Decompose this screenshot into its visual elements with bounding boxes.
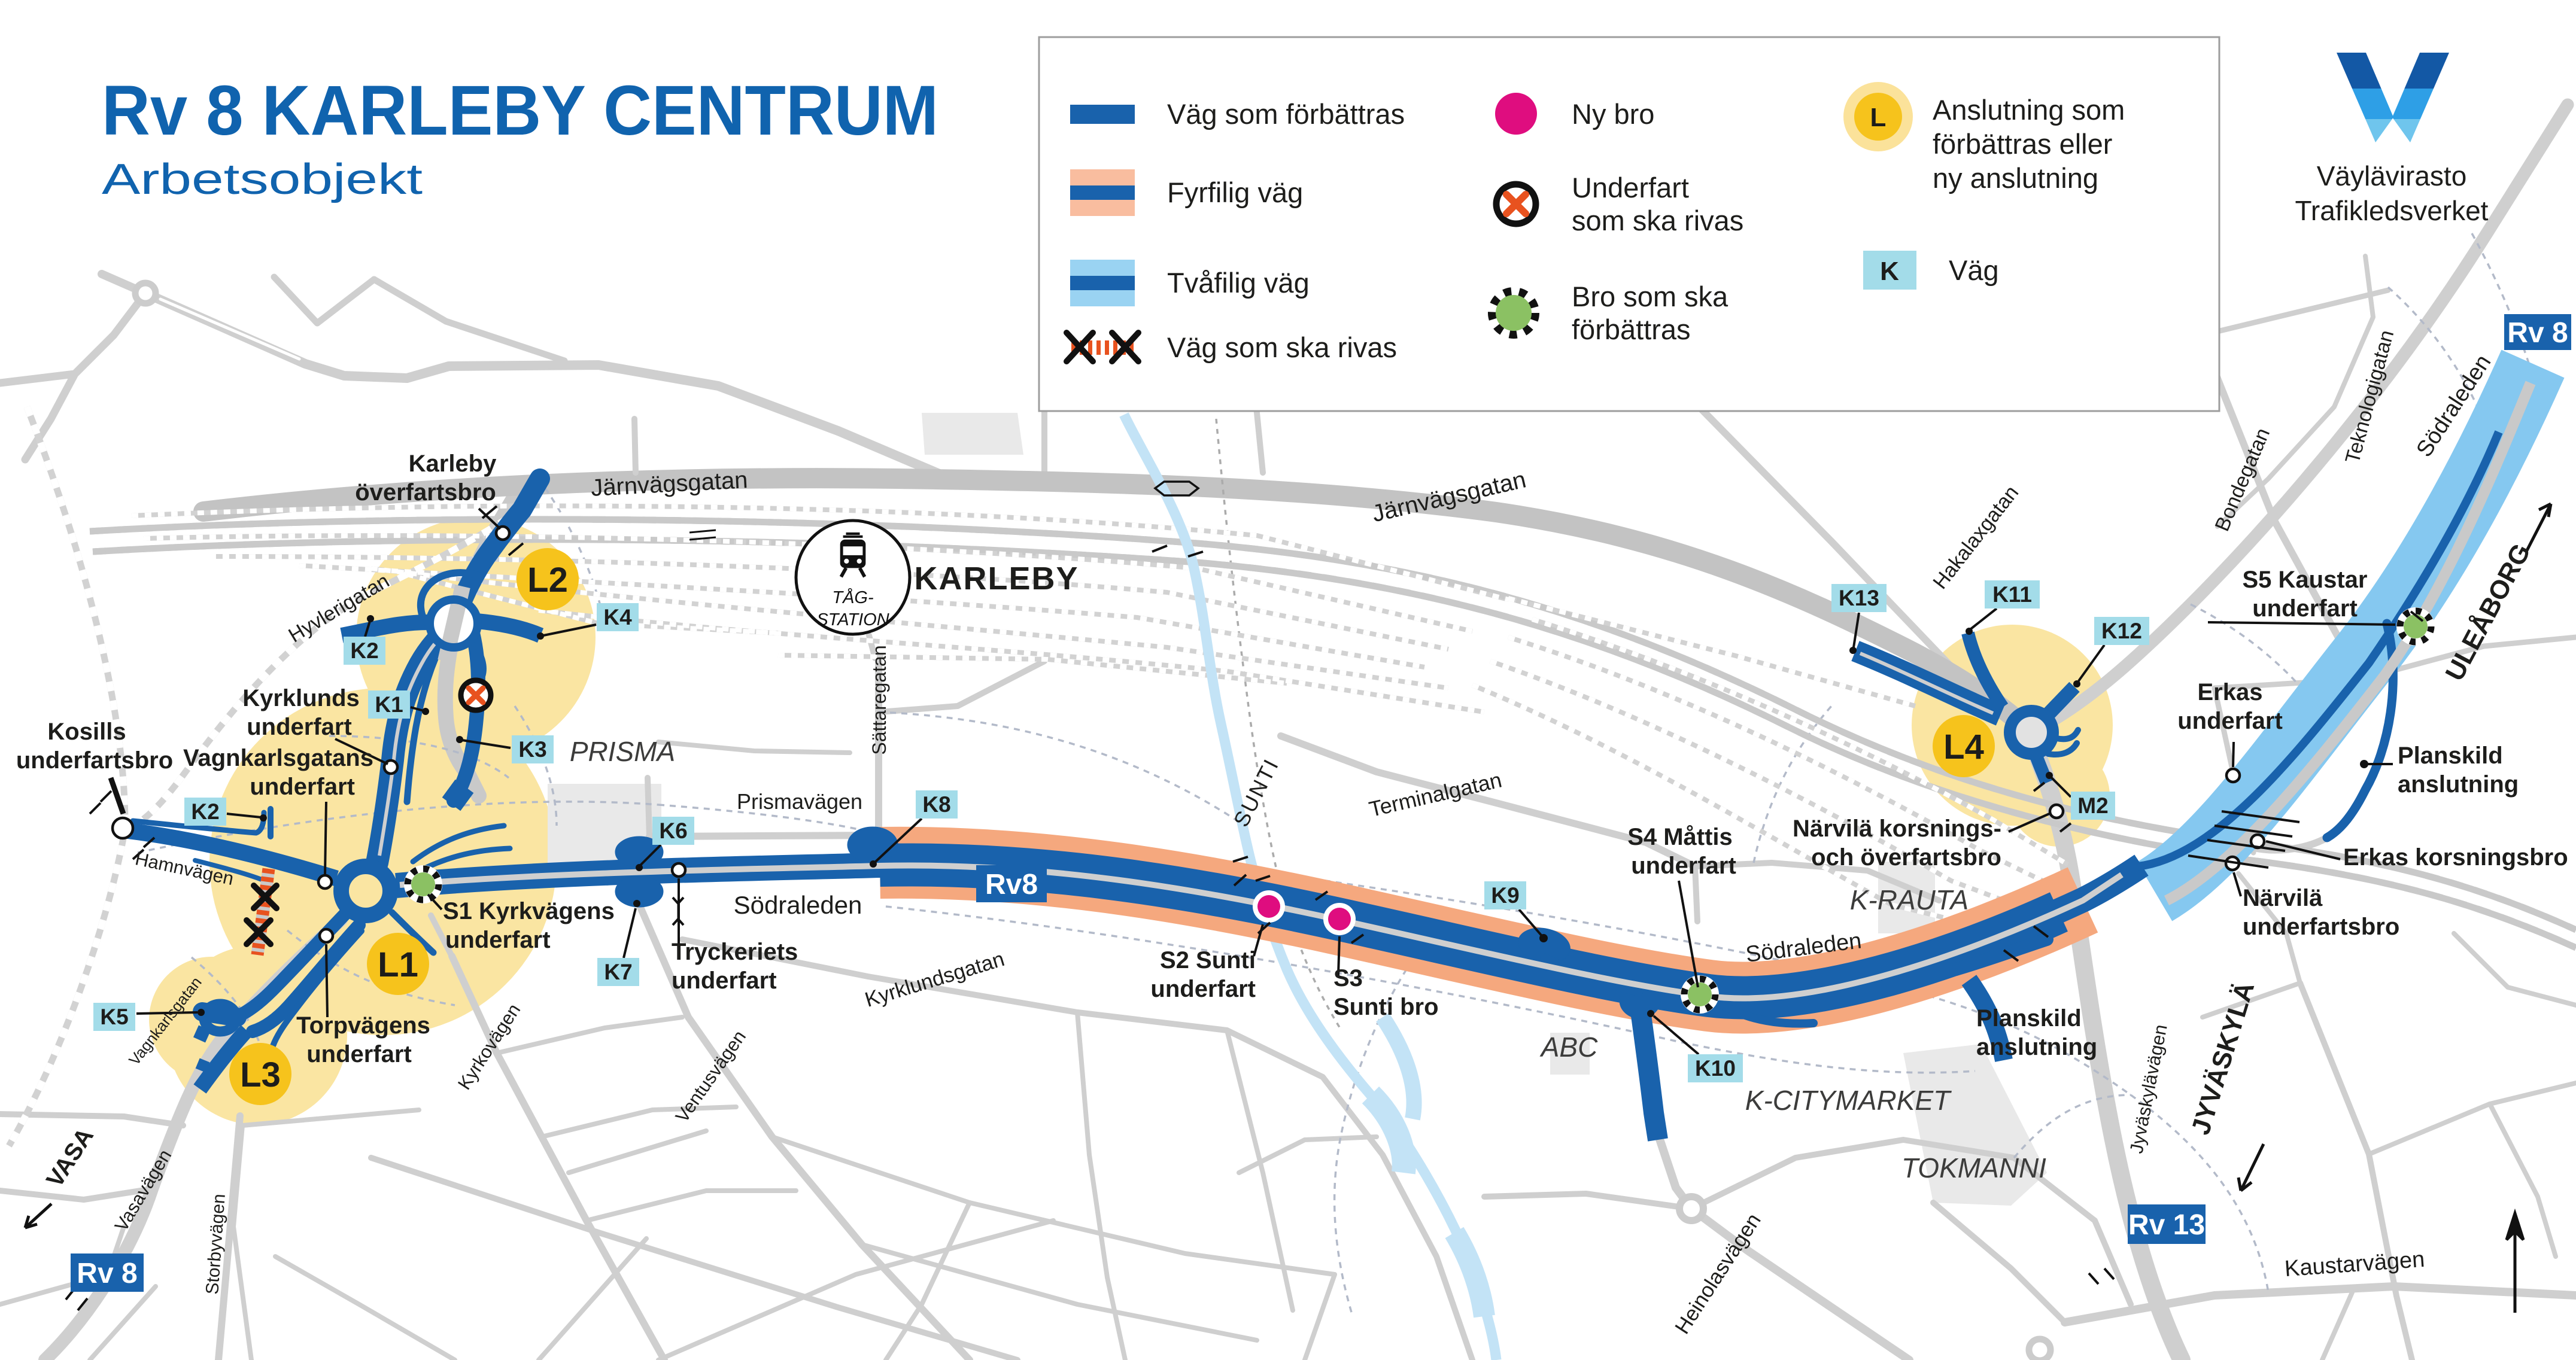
svg-text:Erkas korsningsbro: Erkas korsningsbro [2343, 844, 2568, 871]
svg-text:K9: K9 [1491, 883, 1519, 908]
svg-text:Planskild: Planskild [2398, 743, 2503, 769]
svg-text:Närvilä korsnings-: Närvilä korsnings- [1793, 816, 2001, 842]
svg-text:Väg som ska rivas: Väg som ska rivas [1167, 331, 1397, 363]
svg-text:K4: K4 [603, 605, 632, 629]
svg-text:S4 Måttis: S4 Måttis [1627, 824, 1733, 850]
svg-text:Södraleden: Södraleden [734, 891, 862, 919]
svg-text:och överfartsbro: och överfartsbro [1811, 844, 2001, 871]
svg-text:förbättras: förbättras [1572, 314, 1691, 345]
svg-text:underfart: underfart [247, 714, 352, 740]
svg-text:Väg: Väg [1949, 254, 1999, 286]
svg-text:L4: L4 [1943, 728, 1984, 766]
svg-text:underfart: underfart [306, 1041, 412, 1067]
svg-text:underfart: underfart [1150, 976, 1256, 1002]
svg-text:Anslutning som: Anslutning som [1933, 94, 2125, 126]
svg-text:underfart: underfart [1631, 853, 1736, 879]
svg-text:S2 Sunti: S2 Sunti [1160, 947, 1256, 973]
svg-text:Tryckeriets: Tryckeriets [672, 939, 798, 965]
svg-text:Bro som ska: Bro som ska [1572, 281, 1729, 312]
svg-text:K11: K11 [1992, 582, 2032, 607]
svg-text:K7: K7 [604, 960, 632, 984]
svg-text:Rv 13: Rv 13 [2128, 1209, 2205, 1241]
svg-text:K1: K1 [375, 692, 403, 717]
svg-text:Rv 8: Rv 8 [77, 1258, 137, 1289]
svg-text:underfart: underfart [2177, 708, 2283, 734]
svg-text:S5 Kaustar: S5 Kaustar [2243, 567, 2368, 593]
svg-text:förbättras eller: förbättras eller [1933, 128, 2112, 160]
svg-text:K2: K2 [191, 799, 219, 824]
svg-text:K13: K13 [1839, 586, 1879, 610]
svg-text:underfartsbro: underfartsbro [2243, 914, 2399, 940]
svg-text:Väg som förbättras: Väg som förbättras [1167, 98, 1405, 130]
svg-text:Arbetsobjekt: Arbetsobjekt [102, 156, 423, 203]
svg-text:Underfart: Underfart [1572, 172, 1689, 203]
svg-text:Vagnkarlsgatans: Vagnkarlsgatans [183, 745, 373, 771]
svg-text:överfartsbro: överfartsbro [355, 479, 496, 506]
svg-text:som ska rivas: som ska rivas [1572, 205, 1743, 236]
svg-text:K8: K8 [922, 792, 950, 817]
svg-text:S1 Kyrkvägens: S1 Kyrkvägens [443, 898, 615, 924]
svg-text:underfart: underfart [672, 967, 777, 994]
svg-text:Ny bro: Ny bro [1572, 98, 1654, 130]
svg-text:L: L [1870, 103, 1887, 132]
svg-text:Erkas: Erkas [2198, 679, 2263, 705]
svg-text:Rv8: Rv8 [985, 869, 1038, 900]
svg-text:PRISMA: PRISMA [570, 736, 675, 767]
svg-text:K5: K5 [100, 1005, 128, 1029]
svg-text:ny anslutning: ny anslutning [1933, 162, 2098, 194]
svg-text:L2: L2 [527, 561, 568, 600]
svg-text:K-RAUTA: K-RAUTA [1850, 884, 1969, 915]
svg-text:TÅG-: TÅG- [832, 588, 873, 607]
svg-text:Sunti bro: Sunti bro [1333, 994, 1439, 1020]
svg-text:M2: M2 [2077, 793, 2108, 818]
svg-text:Kyrklunds: Kyrklunds [242, 685, 360, 711]
svg-text:underfart: underfart [445, 927, 551, 953]
svg-text:K6: K6 [659, 819, 687, 843]
svg-text:Planskild: Planskild [1976, 1005, 2082, 1032]
svg-text:Rv 8: Rv 8 [2507, 317, 2568, 349]
svg-text:Tvåfilig väg: Tvåfilig väg [1167, 267, 1310, 299]
svg-text:STATION: STATION [816, 610, 889, 629]
svg-text:Sättaregatan: Sättaregatan [868, 645, 890, 754]
svg-text:Väylävirasto: Väylävirasto [2317, 160, 2467, 191]
svg-text:Närvilä: Närvilä [2243, 885, 2323, 911]
svg-text:K3: K3 [518, 737, 546, 762]
svg-text:S3: S3 [1333, 965, 1363, 991]
svg-text:Trafikledsverket: Trafikledsverket [2295, 195, 2489, 226]
svg-text:K10: K10 [1695, 1056, 1736, 1081]
svg-text:K12: K12 [2101, 619, 2142, 643]
svg-text:underfartsbro: underfartsbro [16, 747, 173, 774]
svg-text:Rv 8 KARLEBY CENTRUM: Rv 8 KARLEBY CENTRUM [102, 71, 938, 150]
svg-text:K2: K2 [350, 638, 378, 663]
svg-text:underfart: underfart [2252, 595, 2358, 622]
svg-text:Torpvägens: Torpvägens [296, 1012, 430, 1039]
svg-text:ABC: ABC [1539, 1032, 1598, 1063]
svg-text:anslutning: anslutning [1976, 1034, 2097, 1060]
svg-text:anslutning: anslutning [2398, 771, 2519, 798]
svg-text:TOKMANNI: TOKMANNI [1901, 1152, 2046, 1183]
svg-text:Prismavägen: Prismavägen [737, 789, 862, 814]
svg-text:Kosills: Kosills [47, 719, 126, 745]
svg-text:Fyrfilig väg: Fyrfilig väg [1167, 177, 1303, 208]
svg-text:Karleby: Karleby [409, 451, 497, 477]
svg-text:K: K [1880, 257, 1899, 286]
svg-text:KARLEBY: KARLEBY [914, 561, 1079, 597]
svg-text:L1: L1 [378, 945, 418, 984]
svg-text:underfart: underfart [250, 774, 355, 800]
svg-text:L3: L3 [240, 1055, 281, 1094]
svg-text:K-CITYMARKET: K-CITYMARKET [1745, 1085, 1952, 1116]
